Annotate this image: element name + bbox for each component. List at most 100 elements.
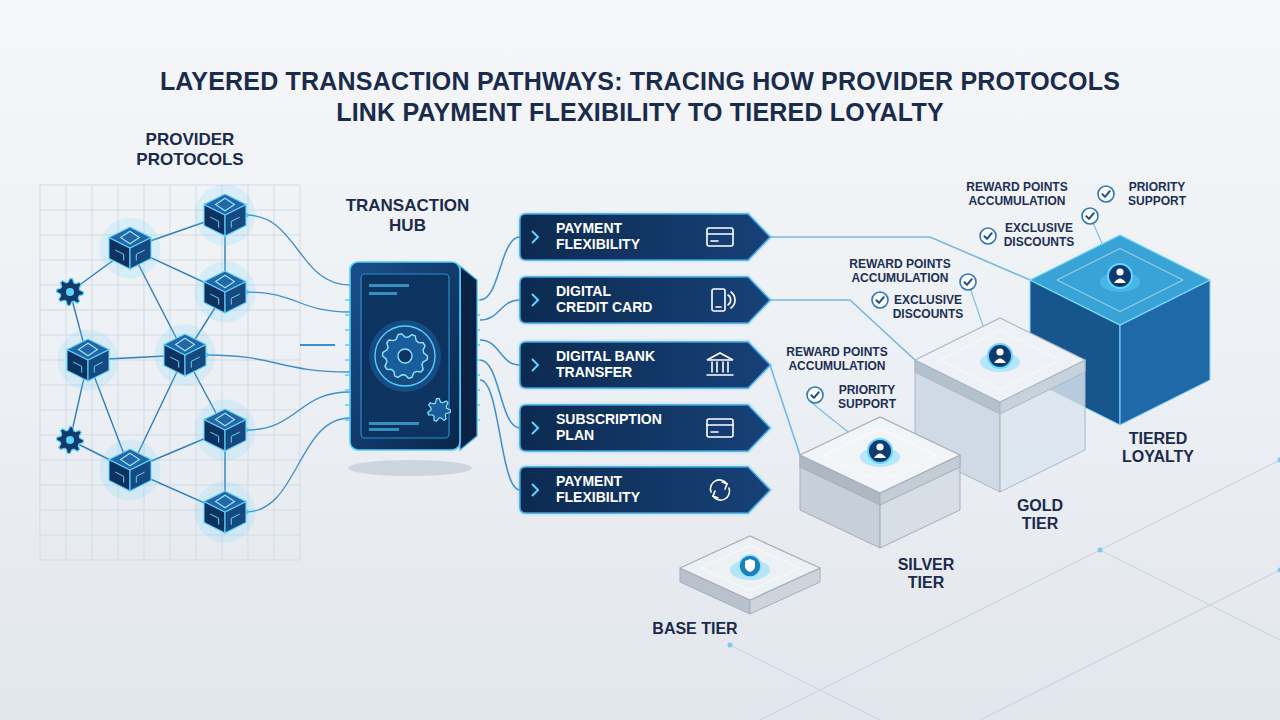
cube-circuit bbox=[231, 514, 239, 525]
bar-body bbox=[520, 467, 770, 513]
bar-glow bbox=[520, 467, 770, 513]
hub-pin bbox=[477, 344, 480, 346]
hub-screen-line bbox=[369, 284, 409, 287]
hub-pin bbox=[477, 374, 480, 376]
cube-circuit bbox=[210, 432, 218, 443]
hub-pin bbox=[477, 404, 480, 406]
payment-option-bar: PAYMENT FLEXIBILITY bbox=[520, 214, 770, 260]
network-bus-line bbox=[246, 292, 350, 312]
cube-circuit bbox=[115, 250, 123, 261]
floor-dot bbox=[1278, 568, 1280, 573]
cube-top-face bbox=[164, 334, 206, 355]
hub-gear bbox=[383, 334, 428, 378]
transaction-hub-device: TRANSACTION HUB bbox=[335, 196, 480, 460]
platform-top-highlight bbox=[1057, 249, 1183, 312]
shield-icon bbox=[745, 559, 755, 572]
cube-glow bbox=[100, 440, 161, 501]
gear-body bbox=[57, 427, 84, 454]
label-slot: PRIORITY SUPPORT bbox=[1118, 181, 1196, 209]
grid-line bbox=[40, 260, 300, 261]
hub-pin bbox=[345, 404, 350, 406]
hub-pin bbox=[345, 359, 350, 361]
network-lines bbox=[70, 215, 225, 512]
hub-pin bbox=[345, 314, 350, 316]
network-bus bbox=[206, 215, 350, 512]
check-icon bbox=[960, 274, 976, 290]
member-icon-head bbox=[996, 348, 1003, 355]
cube-top-face bbox=[109, 227, 151, 248]
tier-label: GOLD TIER bbox=[1005, 497, 1075, 533]
network-bus-line bbox=[246, 418, 350, 512]
floor-line bbox=[1100, 550, 1280, 640]
cube-circuit bbox=[231, 294, 239, 305]
cube-circuit bbox=[94, 362, 102, 373]
network-bus-line bbox=[206, 355, 350, 372]
bar-chevron bbox=[532, 359, 538, 371]
hub-pin bbox=[345, 329, 350, 331]
grid-line bbox=[40, 485, 300, 486]
bar-body bbox=[520, 342, 770, 388]
cube-circuit bbox=[170, 357, 178, 368]
grid-line bbox=[40, 535, 300, 536]
cube-top-face bbox=[204, 491, 246, 512]
hub-pin bbox=[477, 329, 480, 331]
bar-glow bbox=[520, 277, 770, 323]
grid-line bbox=[300, 185, 301, 560]
cube-glow bbox=[195, 185, 256, 246]
background-grid bbox=[40, 185, 300, 560]
connector-line bbox=[300, 344, 335, 346]
cube-chip bbox=[216, 198, 235, 211]
protocol-cube bbox=[58, 330, 119, 391]
check-mark bbox=[1102, 191, 1109, 197]
cube-top-face bbox=[204, 271, 246, 292]
check-mark bbox=[964, 279, 971, 285]
signal-wave bbox=[731, 292, 735, 308]
network-bus-line bbox=[246, 392, 350, 430]
shield-icon-disk bbox=[739, 555, 761, 577]
bar-glow bbox=[520, 214, 770, 260]
signal-wave bbox=[728, 295, 731, 305]
member-icon-disk bbox=[988, 344, 1012, 368]
gear-symbol bbox=[57, 279, 84, 306]
cube-chip bbox=[121, 453, 140, 466]
hub-shadow bbox=[348, 460, 472, 476]
payment-option-bar: DIGITAL BANK TRANSFER bbox=[520, 342, 770, 388]
bank-base bbox=[707, 374, 733, 376]
member-icon-body bbox=[994, 359, 1006, 364]
hub-gear-center bbox=[398, 349, 412, 363]
loyalty-tier-platform: SILVER TIER bbox=[800, 417, 960, 548]
bank-icon bbox=[707, 353, 733, 375]
platform-top-face bbox=[800, 417, 960, 493]
connector-line bbox=[480, 360, 520, 428]
member-icon-disk bbox=[1108, 264, 1132, 288]
hub-pin bbox=[477, 359, 480, 361]
cycle-head bbox=[722, 482, 727, 489]
check-circle bbox=[807, 387, 823, 403]
check-mark bbox=[811, 392, 818, 398]
platform-top-highlight bbox=[824, 428, 936, 481]
option-label: PAYMENT FLEXIBILITY bbox=[556, 221, 666, 252]
card-stripe bbox=[707, 424, 733, 426]
gear-symbol bbox=[57, 427, 84, 454]
member-icon-head bbox=[876, 443, 883, 450]
check-circle bbox=[1082, 208, 1098, 224]
bank-roof bbox=[707, 353, 733, 360]
cube-circuit bbox=[136, 472, 144, 483]
hub-pin bbox=[345, 419, 350, 421]
check-mark bbox=[876, 297, 883, 303]
benefit-label: EXCLUSIVE DISCOUNTS bbox=[1000, 222, 1078, 250]
grid-line bbox=[40, 185, 300, 186]
label-slot: EXCLUSIVE DISCOUNTS bbox=[889, 294, 967, 322]
bar-chevron bbox=[532, 422, 538, 434]
card-number bbox=[711, 240, 718, 242]
check-circle bbox=[980, 228, 996, 244]
check-icon bbox=[872, 292, 888, 308]
member-icon-body bbox=[874, 454, 886, 459]
bank-column bbox=[716, 362, 718, 372]
connector-line bbox=[480, 380, 520, 490]
protocol-cube bbox=[195, 185, 256, 246]
cube-top-face bbox=[204, 194, 246, 215]
hub-front-face bbox=[350, 262, 460, 450]
gear-body bbox=[57, 279, 84, 306]
